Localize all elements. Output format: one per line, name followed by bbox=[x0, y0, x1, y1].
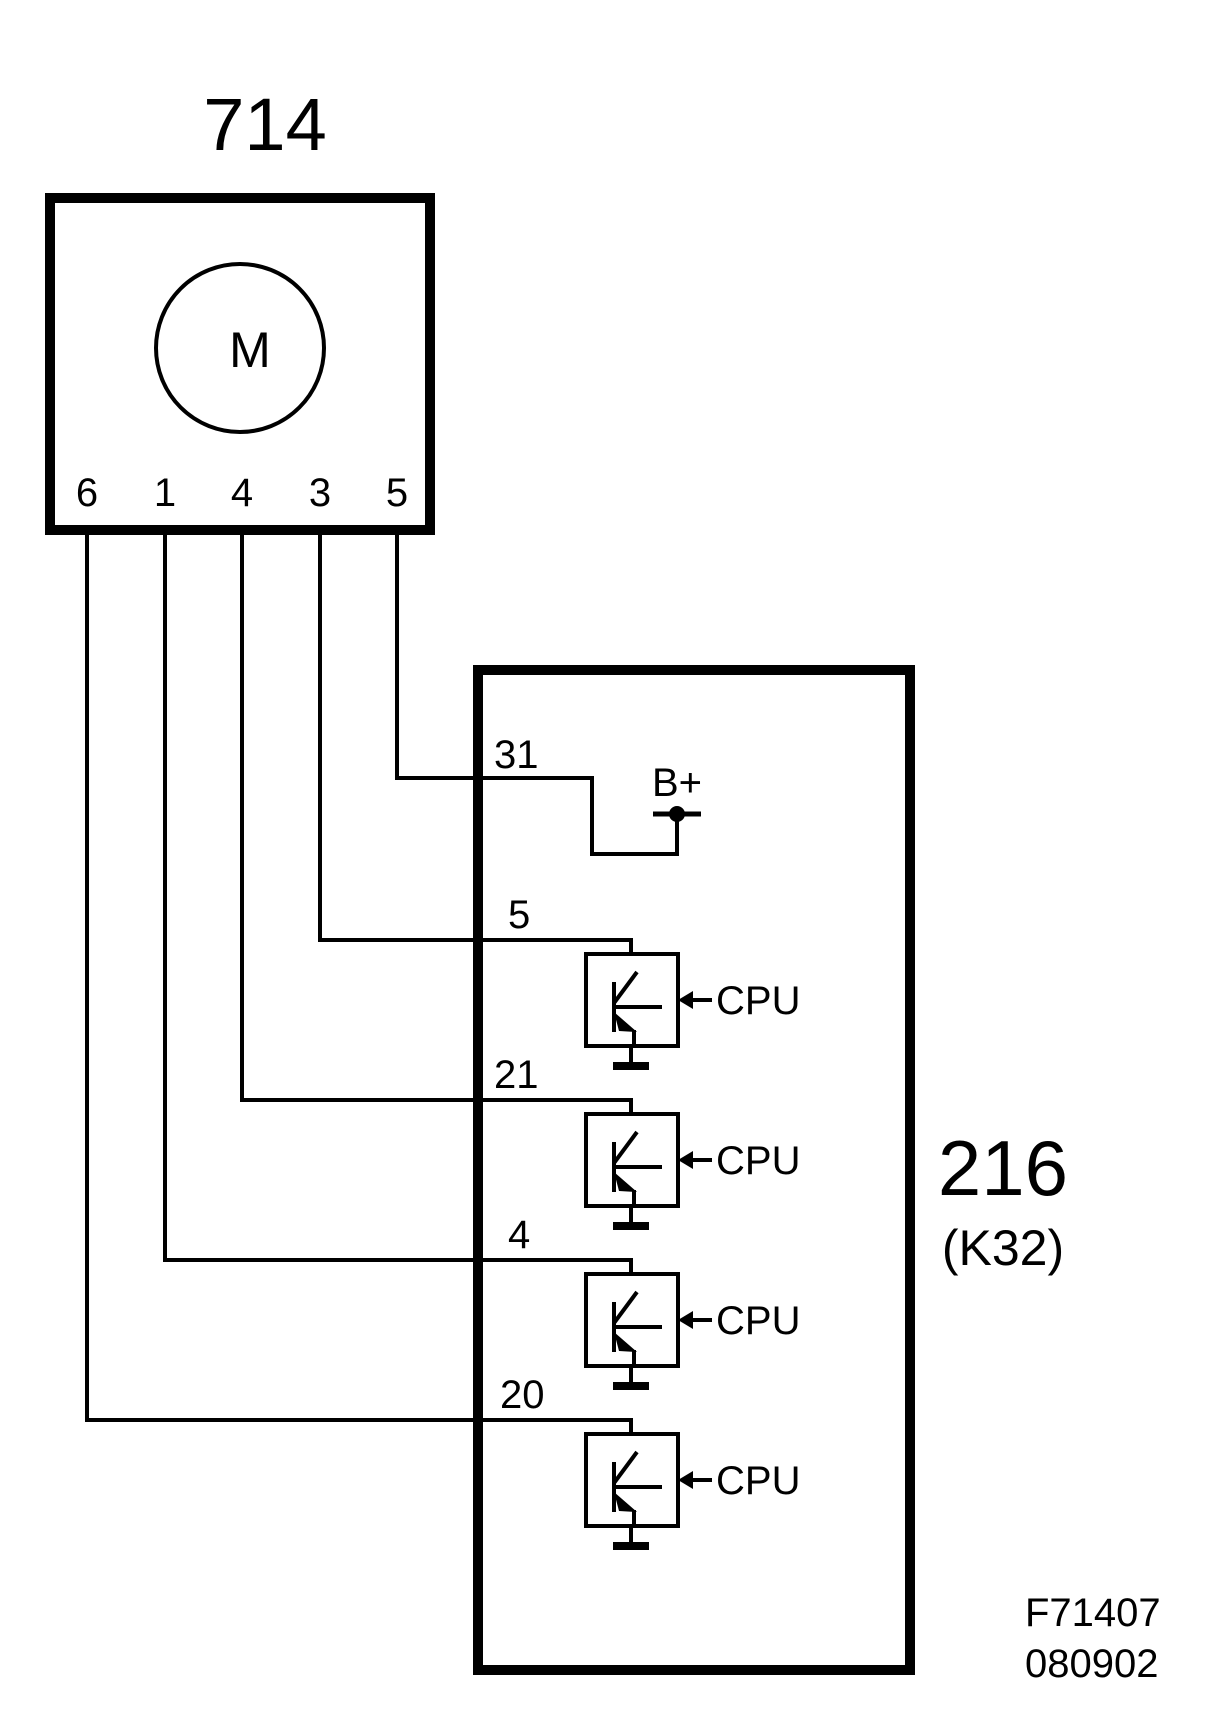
motor-unit-id: 714 bbox=[203, 83, 326, 166]
module-pin-label: 4 bbox=[508, 1213, 530, 1257]
date-code: 080902 bbox=[1025, 1642, 1158, 1686]
module-pin-label: 20 bbox=[500, 1373, 545, 1417]
wire-pin3-to-5 bbox=[318, 528, 633, 956]
ground-symbol bbox=[613, 1542, 649, 1550]
wire-pin4-to-21 bbox=[240, 528, 633, 1116]
control-module-id: 216 bbox=[938, 1124, 1068, 1212]
control-module-subtitle: (K32) bbox=[942, 1220, 1064, 1276]
driver-stage-4: CPU bbox=[584, 1432, 800, 1550]
ground-symbol bbox=[613, 1222, 649, 1230]
cpu-label: CPU bbox=[716, 1139, 800, 1183]
arrow-icon bbox=[678, 1151, 693, 1169]
control-module-box bbox=[473, 665, 915, 1675]
module-pin-label: 31 bbox=[494, 733, 539, 777]
motor-symbol-label: M bbox=[229, 322, 271, 378]
arrow-icon bbox=[678, 1311, 693, 1329]
motor-pin-label: 1 bbox=[154, 471, 176, 515]
ground-symbol bbox=[613, 1062, 649, 1070]
motor-symbol-circle bbox=[154, 262, 326, 434]
figure-code: F71407 bbox=[1025, 1591, 1161, 1635]
arrow-icon bbox=[678, 991, 693, 1009]
cpu-label: CPU bbox=[716, 1459, 800, 1503]
driver-stage-3: CPU bbox=[584, 1272, 800, 1390]
motor-pin-label: 3 bbox=[309, 471, 331, 515]
motor-pin-label: 5 bbox=[386, 471, 408, 515]
motor-pin-label: 6 bbox=[76, 471, 98, 515]
wire-pin5-to-31 bbox=[395, 528, 679, 856]
driver-stage-1: CPU bbox=[584, 952, 800, 1070]
cpu-label: CPU bbox=[716, 979, 800, 1023]
arrow-icon bbox=[678, 1471, 693, 1489]
ground-symbol bbox=[613, 1382, 649, 1390]
motor-pin-label: 4 bbox=[231, 471, 253, 515]
wire-pin6-to-20 bbox=[85, 528, 633, 1436]
supply-terminal-dot bbox=[669, 806, 685, 822]
driver-stage-2: CPU bbox=[584, 1112, 800, 1230]
module-pin-label: 21 bbox=[494, 1053, 539, 1097]
cpu-label: CPU bbox=[716, 1299, 800, 1343]
module-pin-label: 5 bbox=[508, 893, 530, 937]
wire-pin1-to-4 bbox=[163, 528, 633, 1276]
supply-label: B+ bbox=[652, 761, 702, 805]
